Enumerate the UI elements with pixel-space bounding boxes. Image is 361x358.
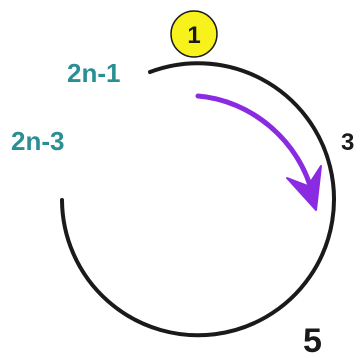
label-2n-minus-3: 2n-3 bbox=[11, 126, 64, 156]
label-3: 3 bbox=[341, 129, 354, 156]
top-badge bbox=[170, 10, 218, 58]
label-2n-minus-1: 2n-1 bbox=[67, 58, 120, 88]
label-5: 5 bbox=[303, 322, 322, 358]
open-circle-arc bbox=[60, 61, 336, 338]
clockwise-arrow-icon bbox=[195, 93, 316, 199]
top-badge-label: 1 bbox=[187, 22, 200, 49]
arrow-head-icon bbox=[286, 165, 322, 211]
